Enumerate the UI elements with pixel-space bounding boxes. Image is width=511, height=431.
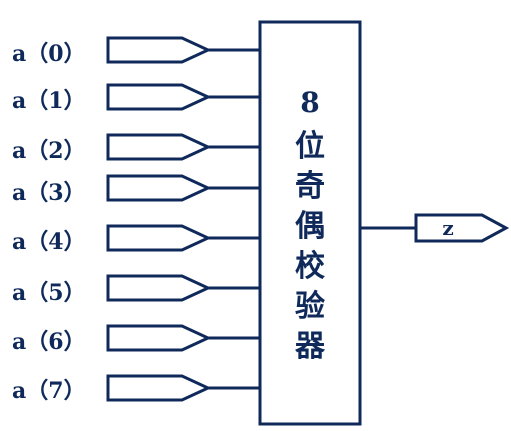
input-port: a（3）	[12, 174, 260, 206]
output-pin	[414, 213, 510, 243]
input-pin	[106, 224, 212, 252]
input-port: a（0）	[12, 36, 260, 67]
checker-block	[258, 20, 362, 426]
input-port: a（1）	[12, 83, 260, 114]
input-pin	[106, 324, 212, 352]
input-label: a（3）	[12, 180, 86, 206]
block-label-char: 校	[295, 249, 325, 284]
input-pin	[106, 133, 212, 161]
block-label-char: 8	[300, 86, 319, 119]
input-pin	[106, 174, 212, 202]
block-label-char: 验	[295, 289, 325, 324]
input-label: a（2）	[12, 138, 86, 164]
input-pin	[106, 83, 212, 111]
inputs-group: a（0） a（1） a（2） a（3） a（4）	[12, 36, 260, 404]
input-port: a（5）	[12, 274, 260, 306]
block-label: 8 位 奇 偶 校 验 器	[294, 86, 326, 364]
block-label-char: 器	[294, 329, 326, 364]
input-label: a（4）	[12, 229, 86, 255]
input-label: a（5）	[12, 280, 86, 306]
input-label: a（7）	[12, 378, 86, 404]
input-port: a（4）	[12, 224, 260, 255]
input-label: a（1）	[12, 88, 86, 114]
input-pin	[106, 274, 212, 302]
input-port: a（2）	[12, 133, 260, 164]
output-port: z	[360, 213, 510, 243]
output-label: z	[442, 216, 453, 240]
input-label: a（0）	[12, 41, 86, 67]
block-label-char: 偶	[295, 209, 325, 244]
input-port: a（6）	[12, 324, 260, 355]
input-port: a（7）	[12, 374, 260, 404]
block-label-char: 奇	[295, 169, 325, 204]
input-label: a（6）	[12, 329, 86, 355]
input-pin	[106, 374, 212, 402]
block-label-char: 位	[295, 129, 325, 164]
input-pin	[106, 36, 212, 64]
